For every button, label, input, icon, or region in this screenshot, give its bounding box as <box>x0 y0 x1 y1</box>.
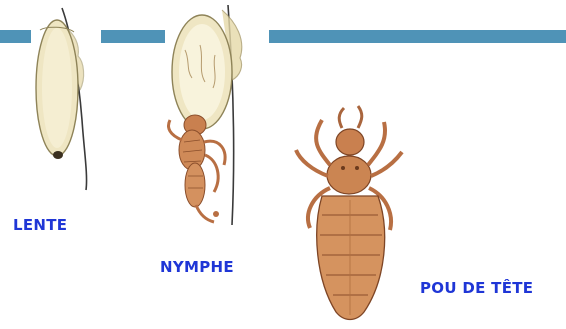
label-nit: LENTE <box>13 216 67 234</box>
label-head-louse: POU DE TÊTE <box>420 279 533 297</box>
nit-egg-illustration <box>36 8 87 190</box>
nymph-hatching-illustration <box>169 5 242 225</box>
label-nymph: NYMPHE <box>160 258 234 276</box>
head-louse-illustration <box>296 106 402 320</box>
